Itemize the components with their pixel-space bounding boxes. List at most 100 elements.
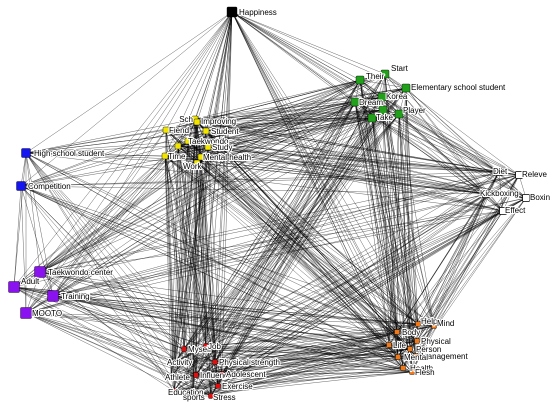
edge-happiness-competition xyxy=(20,11,233,187)
edge-high_school-competition xyxy=(20,152,27,187)
edge-effect-body xyxy=(396,210,504,333)
node-taekwondo xyxy=(184,137,192,145)
edge-influence-stress xyxy=(195,374,212,397)
edge-mooto-sports xyxy=(25,312,194,397)
node-effect xyxy=(499,207,507,215)
edge-take-flesh xyxy=(371,117,413,373)
edge-time-person xyxy=(164,155,411,350)
edge-boxing-myself xyxy=(183,197,527,350)
edge-boxing-person xyxy=(409,197,527,350)
edge-management-stress xyxy=(210,355,417,397)
edge-mind-life xyxy=(388,325,435,346)
label-improving: Improving xyxy=(201,117,236,126)
label-their: Their xyxy=(366,72,385,81)
edge-flesh-exercise xyxy=(217,371,413,387)
label-taekwondo_center: Taekwondo center xyxy=(48,268,113,277)
edge-physical-activity xyxy=(174,340,418,363)
edge-taekwondo-mind xyxy=(187,140,435,327)
edge-g8-management xyxy=(382,109,417,357)
edge-kickboxing-adolescent xyxy=(221,193,487,375)
edge-start-g8 xyxy=(382,73,386,111)
label-physical: Physical xyxy=(421,337,451,346)
edge-time-taekwondo_center xyxy=(39,155,166,273)
edge-take-management xyxy=(371,117,417,357)
label-player: Player xyxy=(403,106,426,115)
edge-study-activity xyxy=(174,146,209,363)
edge-training-physical_strength xyxy=(52,295,216,363)
edge-player-mind xyxy=(398,113,435,327)
edge-student-gold_x xyxy=(177,130,207,147)
node-influence xyxy=(193,372,199,378)
edge-gold_x-adolescent xyxy=(177,145,223,375)
edge-competition-exercise xyxy=(20,185,219,387)
label-boxing: Boxing xyxy=(530,193,550,202)
edge-myself-adolescent xyxy=(183,348,223,375)
edge-study-time xyxy=(164,146,209,157)
edge-effect-physical xyxy=(416,210,504,342)
edge-gold_x-athlete xyxy=(170,145,179,378)
edge-releve-competition xyxy=(20,174,520,187)
label-take: Take xyxy=(376,113,393,122)
edge-boxing-help xyxy=(417,197,527,325)
edge-student-help xyxy=(205,130,419,325)
label-student: Student xyxy=(211,127,239,136)
edge-g8-influence xyxy=(195,109,384,376)
node-exercise xyxy=(215,383,221,389)
edge-gold_x-management xyxy=(177,145,417,357)
label-activity: Activity xyxy=(167,358,192,367)
node-high_school xyxy=(21,148,31,158)
label-school: Sch xyxy=(179,115,193,124)
edge-boxing-influence xyxy=(195,197,527,376)
edge-taekwondo-adult xyxy=(13,140,189,288)
edge-competition-physical xyxy=(20,185,418,342)
edge-management-sports xyxy=(192,355,417,397)
label-friend: Fiend xyxy=(169,126,189,135)
label-person: Person xyxy=(416,345,441,354)
edge-dream-management xyxy=(354,101,417,357)
edge-g8-diet xyxy=(382,109,500,173)
edge-kickboxing-boxing xyxy=(485,193,527,199)
label-start: Start xyxy=(391,64,409,73)
edge-elementary-school xyxy=(194,87,407,120)
edge-competition-training xyxy=(20,185,54,297)
edge-high_school-athlete xyxy=(25,152,172,378)
edge-mind-flesh xyxy=(411,325,435,373)
edge-work-job xyxy=(196,162,207,347)
edge-study-physical_strength xyxy=(207,146,216,363)
edge-high_school-adult xyxy=(13,152,27,288)
node-improving xyxy=(193,118,201,126)
edge-improving-friend xyxy=(165,121,198,131)
edge-diet-competition xyxy=(20,171,500,187)
edge-work-physical xyxy=(196,162,418,342)
label-high_school: High school student xyxy=(34,149,105,158)
edge-kickboxing-athlete xyxy=(170,193,487,378)
edge-player-help xyxy=(398,113,419,325)
edge-gold_x-high_school xyxy=(25,145,179,154)
edge-flesh-job xyxy=(205,345,413,373)
edge-person-health xyxy=(402,348,411,369)
edge-their-elementary xyxy=(359,79,407,89)
label-health: Health xyxy=(410,364,433,373)
edge-life-myself xyxy=(183,344,390,350)
edge-g8-adolescent xyxy=(221,109,384,375)
edge-improving-boxing xyxy=(196,121,527,199)
edge-mental-myself xyxy=(183,348,399,358)
edge-happiness-health xyxy=(231,11,404,369)
edge-competition-body xyxy=(20,185,398,333)
node-mental_health xyxy=(197,153,205,161)
edge-person-athlete xyxy=(170,348,411,378)
edge-elementary-improving xyxy=(196,87,407,123)
edge-body-management xyxy=(396,331,417,357)
edge-g8-taekwondo xyxy=(187,109,384,142)
edge-elementary-kickboxing xyxy=(405,87,487,195)
label-time: Time xyxy=(168,152,186,161)
node-diet xyxy=(495,168,503,176)
label-influence: Influence xyxy=(200,371,233,380)
edge-high_school-taekwondo_center xyxy=(25,152,41,273)
edge-time-myself xyxy=(164,155,185,350)
edge-taekwondo-taekwondo_center xyxy=(39,140,189,273)
edge-releve-life xyxy=(388,174,520,346)
edge-competition-mental xyxy=(20,185,399,358)
edge-mental-flesh xyxy=(397,356,413,373)
edge-mental_health-job xyxy=(200,156,207,347)
